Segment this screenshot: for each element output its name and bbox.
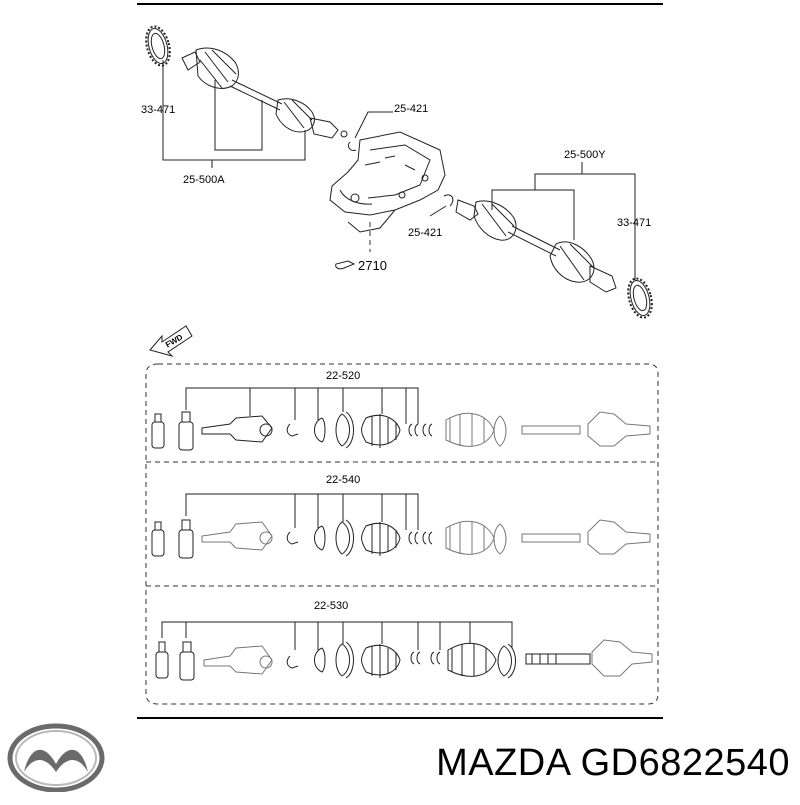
right-halfshaft bbox=[455, 162, 653, 319]
panel-22-530: 22-530 bbox=[155, 600, 653, 681]
label-right-clip: 25-421 bbox=[408, 227, 442, 239]
panel-3-label: 22-530 bbox=[314, 600, 348, 612]
panel-22-540: 22-540 bbox=[151, 474, 651, 559]
fwd-label: FWD bbox=[164, 332, 184, 349]
panel-1-label: 22-520 bbox=[326, 370, 360, 382]
label-diff-ref: 2710 bbox=[358, 258, 387, 273]
pointer-hand-icon bbox=[335, 260, 356, 270]
brand-part-number: MAZDA GD6822540 bbox=[436, 742, 790, 785]
panel-22-520: 22-520 bbox=[151, 370, 651, 451]
panel-2-label: 22-540 bbox=[326, 474, 360, 486]
brand-name: MAZDA bbox=[436, 742, 570, 784]
left-halfshaft bbox=[145, 25, 348, 168]
label-right-boot-kit: 33-471 bbox=[617, 217, 651, 229]
label-left-boot-kit: 33-471 bbox=[141, 104, 175, 116]
mazda-logo-icon bbox=[7, 723, 105, 792]
panels-frame bbox=[145, 363, 659, 705]
differential-housing bbox=[329, 131, 446, 233]
label-left-shaft: 25-500A bbox=[183, 174, 225, 186]
label-left-clip: 25-421 bbox=[394, 103, 428, 115]
footer: MAZDA GD6822540 bbox=[0, 712, 800, 800]
right-abs-ring bbox=[627, 277, 653, 319]
left-abs-ring bbox=[145, 25, 171, 67]
right-clip bbox=[443, 194, 454, 207]
label-right-shaft: 25-500Y bbox=[564, 149, 606, 161]
left-clip bbox=[347, 141, 357, 151]
part-number: GD6822540 bbox=[580, 742, 790, 784]
fwd-arrow: FWD bbox=[149, 325, 193, 357]
